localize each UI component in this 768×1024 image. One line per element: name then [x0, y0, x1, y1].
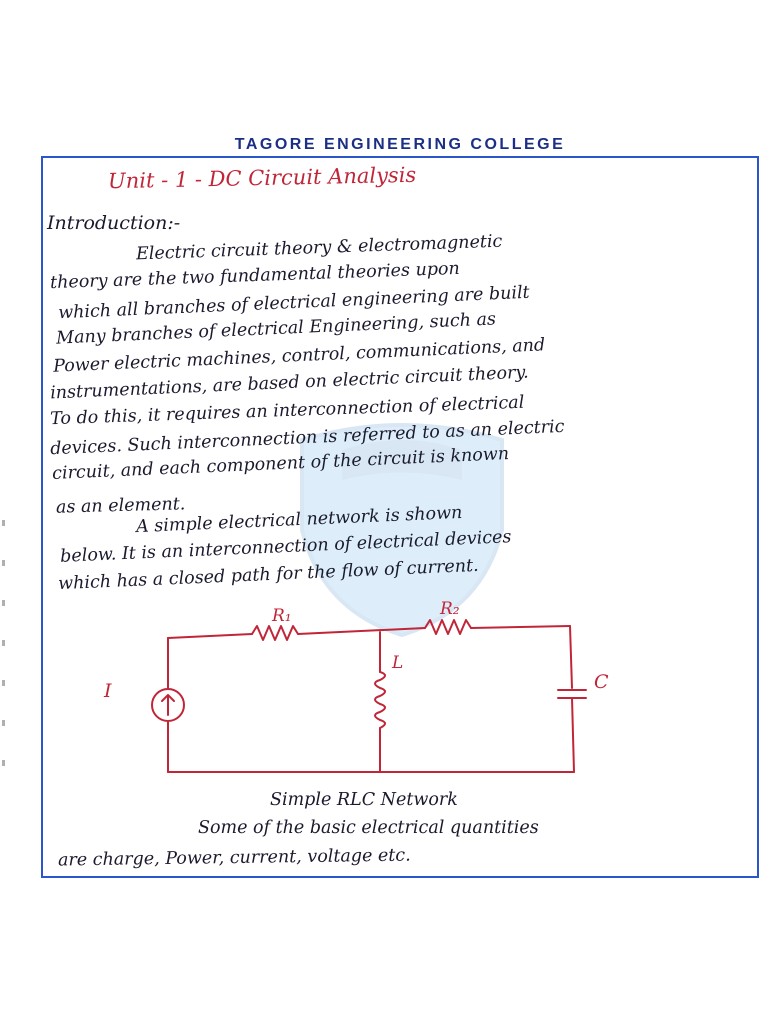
margin-mark: [2, 560, 5, 566]
section-heading: Introduction:-: [47, 212, 181, 234]
notes-line: Some of the basic electrical quantities: [198, 818, 539, 838]
margin-mark: [2, 680, 5, 686]
college-watermark-logo: [300, 423, 504, 638]
right-wire: [569, 625, 573, 689]
r1-label: R₁: [271, 606, 292, 626]
right-wire: [571, 697, 575, 773]
l-label: L: [391, 653, 403, 673]
top-wire: [470, 625, 571, 629]
c-label: C: [594, 671, 609, 693]
top-wire: [297, 627, 426, 635]
circuit-caption: Simple RLC Network: [270, 790, 458, 810]
i-label: I: [103, 680, 112, 702]
top-wire: [167, 633, 253, 639]
r1-resistor: [251, 625, 299, 641]
margin-mark: [2, 520, 5, 526]
page-frame: [41, 156, 759, 878]
margin-mark: [2, 720, 5, 726]
margin-mark: [2, 600, 5, 606]
r2-label: R₂: [439, 599, 460, 619]
inductor-coil: [374, 671, 386, 729]
margin-mark: [2, 640, 5, 646]
r2-resistor: [424, 619, 472, 635]
current-arrow: [161, 694, 175, 716]
margin-mark: [2, 760, 5, 766]
current-source: [151, 688, 185, 722]
college-header: TAGORE ENGINEERING COLLEGE: [234, 136, 566, 153]
